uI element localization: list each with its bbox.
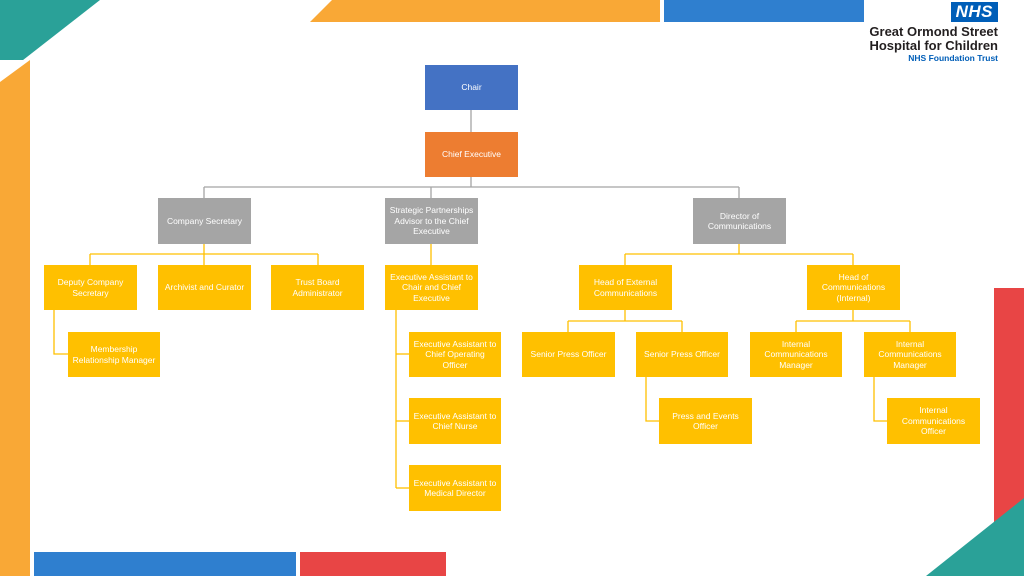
nhs-badge: NHS <box>950 2 998 22</box>
node-ea-chair-and-ceo: Executive Assistant to Chair and Chief E… <box>385 265 478 310</box>
logo-line-2: Hospital for Children <box>869 38 998 53</box>
node-ea-coo: Executive Assistant to Chief Operating O… <box>409 332 501 377</box>
node-internal-communications-manager-1: Internal Communications Manager <box>750 332 842 377</box>
decor-left-orange-notch <box>0 60 30 82</box>
logo-line-1: Great Ormond Street <box>869 24 998 39</box>
decor-top-orange-bar <box>310 0 660 22</box>
node-ea-medical-director: Executive Assistant to Medical Director <box>409 465 501 511</box>
decor-left-orange-stripe <box>0 60 30 576</box>
node-ea-chief-nurse: Executive Assistant to Chief Nurse <box>409 398 501 444</box>
node-strategic-partnerships-advisor: Strategic Partnerships Advisor to the Ch… <box>385 198 478 244</box>
node-internal-communications-officer: Internal Communications Officer <box>887 398 980 444</box>
node-membership-relationship-manager: Membership Relationship Manager <box>68 332 160 377</box>
decor-top-blue-bar <box>664 0 864 22</box>
connector-to-press-events <box>645 377 659 422</box>
decor-bottom-right-teal-triangle <box>926 498 1024 576</box>
node-senior-press-officer-1: Senior Press Officer <box>522 332 615 377</box>
node-archivist-and-curator: Archivist and Curator <box>158 265 251 310</box>
connector-to-membership <box>53 310 68 355</box>
decor-bottom-blue-bar <box>34 552 296 576</box>
node-trust-board-administrator: Trust Board Administrator <box>271 265 364 310</box>
node-head-external-communications: Head of External Communications <box>579 265 672 310</box>
decor-bottom-red-bar <box>300 552 446 576</box>
node-director-of-communications: Director of Communications <box>693 198 786 244</box>
node-head-internal-communications: Head of Communications (Internal) <box>807 265 900 310</box>
node-internal-communications-manager-2: Internal Communications Manager <box>864 332 956 377</box>
logo-line-3: NHS Foundation Trust <box>908 53 998 63</box>
node-chair: Chair <box>425 65 518 110</box>
node-press-and-events-officer: Press and Events Officer <box>659 398 752 444</box>
node-deputy-company-secretary: Deputy Company Secretary <box>44 265 137 310</box>
node-chief-executive: Chief Executive <box>425 132 518 177</box>
node-senior-press-officer-2: Senior Press Officer <box>636 332 728 377</box>
connector-to-ico <box>873 377 887 422</box>
node-company-secretary: Company Secretary <box>158 198 251 244</box>
nhs-gosh-logo: NHS Great Ormond Street Hospital for Chi… <box>869 2 998 64</box>
